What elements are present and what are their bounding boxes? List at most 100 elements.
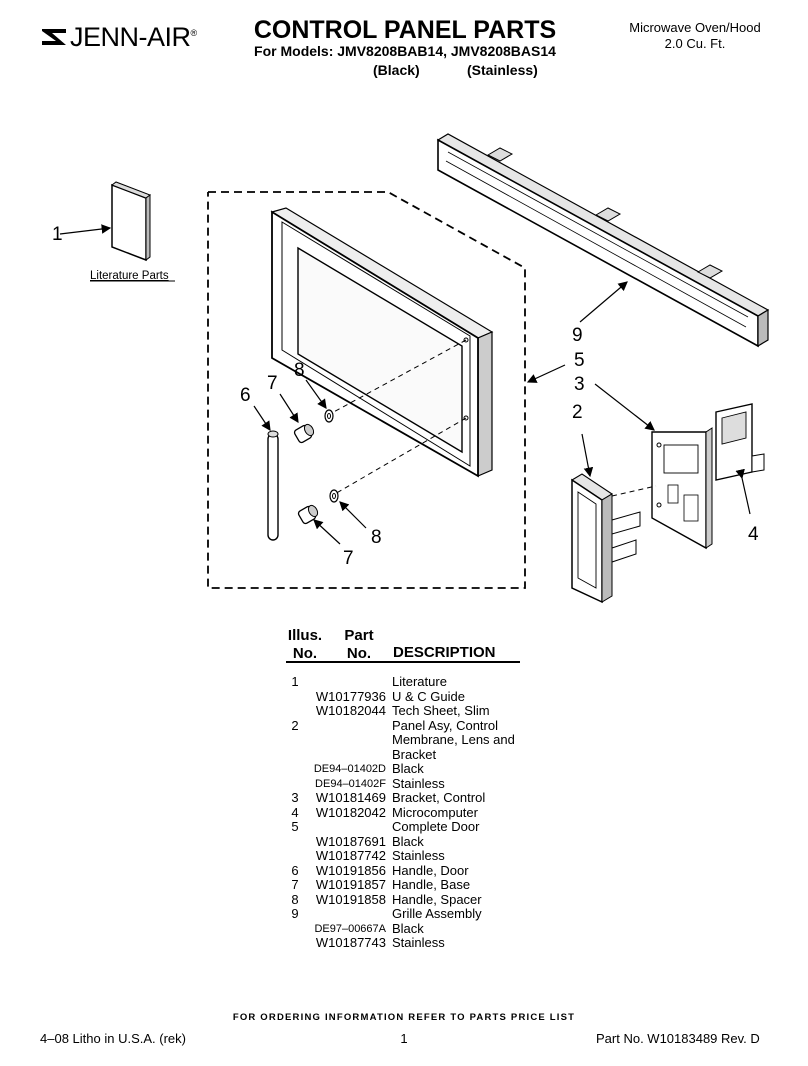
part-description: Handle, Spacer bbox=[392, 891, 482, 907]
illus-number bbox=[280, 922, 310, 937]
table-row: 5 Complete Door bbox=[280, 819, 540, 835]
part-number: W10187691 bbox=[315, 833, 386, 849]
grille-assembly bbox=[436, 133, 770, 348]
part-description: Stainless bbox=[392, 848, 445, 863]
illus-number bbox=[280, 849, 310, 864]
page-title: CONTROL PANEL PARTS bbox=[253, 16, 557, 44]
table-row: 9 Grille Assembly bbox=[280, 906, 540, 922]
part-number bbox=[310, 820, 392, 835]
table-row: W10177936 U & C Guide bbox=[280, 688, 540, 705]
illus-number: 8 bbox=[291, 891, 299, 907]
handle-spacer-upper bbox=[324, 409, 334, 423]
illus-number: 7 bbox=[291, 877, 299, 892]
part-description: U & C Guide bbox=[392, 688, 465, 704]
illus-number bbox=[280, 762, 310, 777]
part-description: Membrane, Lens and bbox=[392, 732, 515, 747]
part-number: W10191857 bbox=[315, 877, 386, 892]
header-rule bbox=[286, 661, 520, 663]
handle-spacer-lower bbox=[329, 489, 339, 503]
illus-number bbox=[280, 835, 310, 850]
door-assembly-boundary bbox=[207, 191, 526, 589]
illus-number: 9 bbox=[291, 906, 299, 921]
leader-6 bbox=[253, 405, 271, 431]
leader-4 bbox=[735, 468, 751, 515]
callout-4: 4 bbox=[748, 524, 759, 545]
finish-black: (Black) bbox=[373, 62, 420, 78]
part-number: DE97–00667A bbox=[314, 922, 386, 935]
illus-number: 4 bbox=[291, 804, 299, 820]
finish-stainless: (Stainless) bbox=[467, 62, 538, 78]
part-description: Panel Asy, Control bbox=[392, 717, 498, 733]
illus-number bbox=[280, 733, 310, 748]
mount-line-lower bbox=[332, 417, 467, 496]
callout-6: 6 bbox=[240, 385, 251, 406]
leader-7b bbox=[313, 519, 341, 545]
table-row: 6 W10191856 Handle, Door bbox=[280, 862, 540, 879]
illus-number: 6 bbox=[291, 862, 299, 878]
exploded-parts-diagram: 1 Literature Parts 5 6 7 8 8 bbox=[52, 133, 770, 604]
part-number bbox=[310, 907, 392, 922]
table-row: DE94–01402F Stainless bbox=[280, 775, 540, 792]
leader-5 bbox=[526, 364, 566, 383]
literature-parts-label: Literature Parts bbox=[90, 270, 169, 282]
part-description: Microcomputer bbox=[392, 804, 478, 820]
leader-9 bbox=[579, 281, 628, 323]
part-number: W10177936 bbox=[315, 688, 386, 704]
part-number: W10191858 bbox=[315, 891, 386, 907]
callout-1: 1 bbox=[52, 224, 63, 245]
illus-number bbox=[280, 936, 310, 951]
part-description: Bracket bbox=[392, 746, 437, 762]
illus-number: 1 bbox=[291, 674, 299, 689]
table-row: Bracket bbox=[280, 746, 540, 763]
leader-2 bbox=[581, 433, 594, 478]
part-description: Grille Assembly bbox=[392, 906, 482, 921]
document-part-number: Part No. W10183489 Rev. D bbox=[596, 1031, 760, 1046]
control-bracket bbox=[651, 427, 713, 550]
part-number bbox=[310, 733, 392, 748]
part-number: W10182042 bbox=[315, 804, 386, 820]
part-description: Bracket, Control bbox=[392, 790, 486, 805]
brand-logo: JENN-AIR® bbox=[40, 20, 215, 54]
callout-8-upper: 8 bbox=[294, 360, 305, 381]
illus-number: 3 bbox=[291, 790, 299, 805]
column-header-part: Part No. bbox=[344, 627, 374, 662]
part-description: Literature bbox=[392, 674, 447, 689]
models-line: For Models: JMV8208BAB14, JMV8208BAS14 bbox=[254, 43, 556, 59]
brand-logo-mark-icon bbox=[42, 29, 66, 45]
table-row: DE97–00667A Black bbox=[280, 920, 540, 937]
table-row: 7 W10191857 Handle, Base bbox=[280, 877, 540, 893]
part-number bbox=[310, 748, 392, 763]
part-number: W10191856 bbox=[315, 862, 386, 878]
column-header-description: DESCRIPTION bbox=[393, 644, 496, 661]
part-description: Complete Door bbox=[392, 819, 480, 834]
part-number bbox=[310, 675, 392, 690]
panel-align-line bbox=[611, 485, 657, 497]
leader-1 bbox=[59, 224, 112, 235]
part-description: Stainless bbox=[392, 775, 445, 791]
leader-8b bbox=[339, 501, 367, 529]
part-description: Black bbox=[392, 920, 424, 936]
leader-3 bbox=[594, 383, 655, 431]
ordering-note: FOR ORDERING INFORMATION REFER TO PARTS … bbox=[232, 1012, 576, 1023]
part-number: W10187743 bbox=[315, 935, 386, 950]
product-line-2: 2.0 Cu. Ft. bbox=[664, 36, 726, 51]
part-number: W10182044 bbox=[315, 703, 386, 718]
control-panel bbox=[570, 473, 641, 604]
illus-number bbox=[280, 777, 310, 792]
part-description: Handle, Base bbox=[392, 877, 471, 892]
part-number: DE94–01402F bbox=[315, 777, 386, 790]
callout-5: 5 bbox=[574, 350, 585, 371]
part-number: W10187742 bbox=[315, 848, 386, 863]
literature-booklet bbox=[110, 181, 152, 262]
part-description: Handle, Door bbox=[392, 862, 469, 878]
door-handle bbox=[267, 430, 279, 541]
illus-number: 5 bbox=[291, 819, 299, 834]
brand-name: JENN-AIR® bbox=[70, 21, 197, 52]
door-panel bbox=[270, 207, 494, 478]
callout-9: 9 bbox=[572, 325, 583, 346]
